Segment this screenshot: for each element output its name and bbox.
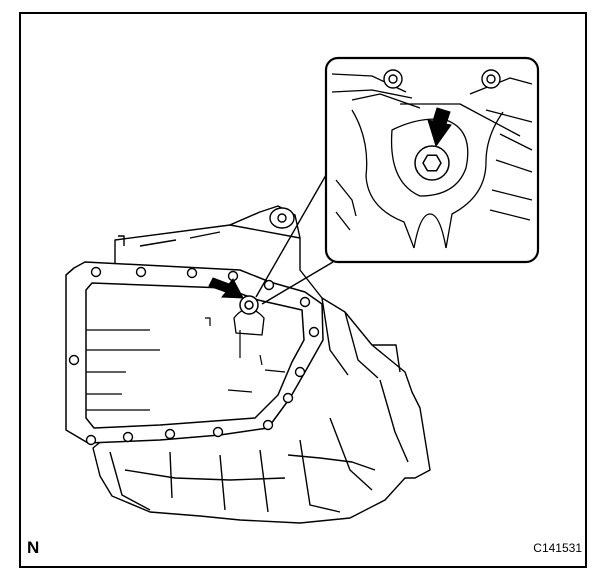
figure-code: C141531	[533, 541, 582, 555]
callout-leader-lines	[255, 174, 334, 305]
drain-plug	[239, 295, 259, 315]
housing-boss	[269, 207, 295, 229]
hex-bolt-icon	[414, 145, 450, 181]
arrow-icon	[427, 107, 452, 148]
pan-flange-bolts	[68, 266, 320, 446]
orientation-label: N	[27, 538, 40, 557]
oil-pan	[65, 261, 324, 444]
arrow-icon	[208, 277, 244, 299]
